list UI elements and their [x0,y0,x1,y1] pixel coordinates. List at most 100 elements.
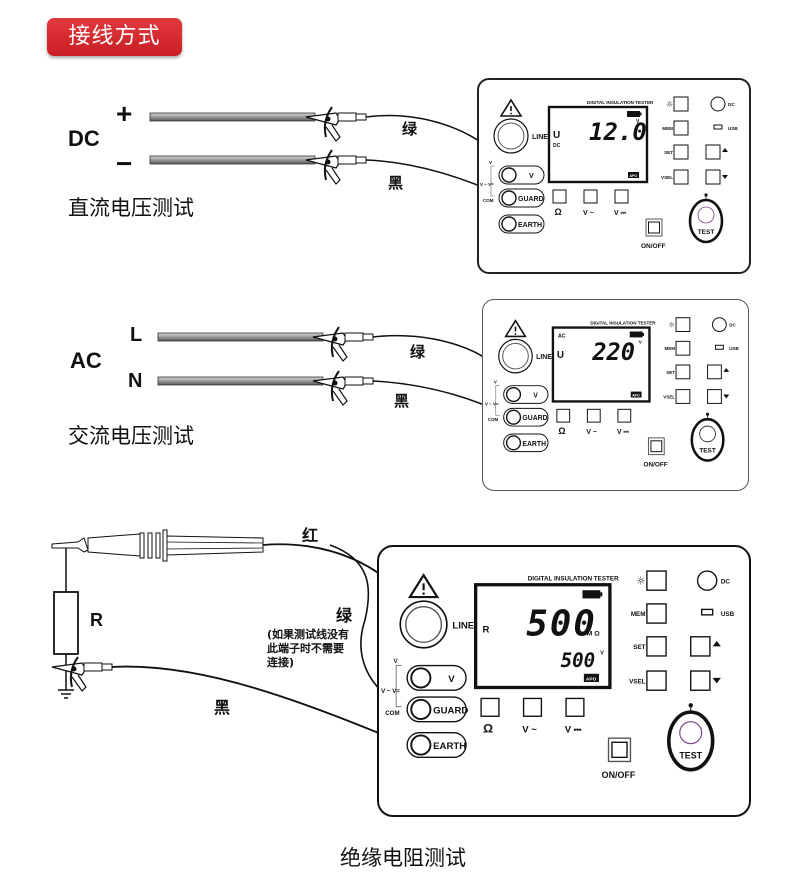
earth-jack[interactable]: EARTH [503,433,549,453]
backlight-button[interactable]: ☼ [666,96,689,112]
mode-button[interactable]: Ω [556,408,571,436]
n-terminal: N [128,370,143,392]
guard-jack[interactable]: GUARD [503,407,549,427]
ground-icon [58,689,74,699]
vsel-button[interactable]: VSEL [629,670,667,691]
earth-jack[interactable]: EARTH [406,732,467,759]
backlight-button[interactable]: ☼ [668,317,691,332]
power-button[interactable]: ON/OFF [644,437,668,469]
green-wire-label: 绿 [410,343,426,361]
up-arrow-button[interactable] [690,636,721,657]
down-arrow-button[interactable] [690,670,721,691]
guard-jack[interactable]: GUARD [406,696,468,723]
svg-text:DC: DC [729,323,736,328]
line-label: LINE [532,134,548,141]
down-arrow-button[interactable] [705,169,728,185]
svg-text:EARTH: EARTH [522,441,546,448]
vsel-button[interactable]: VSEL [663,389,691,404]
line-jack[interactable]: LINE [399,600,475,649]
v-bracket-mid-label: V ~ V= [485,401,499,406]
battery-icon [629,331,645,338]
backlight-button[interactable]: ☼ [636,570,667,591]
svg-text:V ~: V ~ [583,210,594,217]
resistor [53,591,79,655]
svg-text:TEST: TEST [679,751,702,761]
set-button[interactable]: SET [666,364,691,380]
triangle-down-icon [712,677,721,684]
svg-text:Ω: Ω [558,426,565,436]
svg-text:V ~: V ~ [586,429,597,436]
ac-caption: 交流电压测试 [68,424,194,448]
dc-indicator: DC [696,570,730,591]
power-button[interactable]: ON/OFF [602,737,636,780]
v-jack[interactable]: V [406,664,467,691]
battery-icon [627,111,642,117]
ir-caption: 绝缘电阻测试 [340,846,466,870]
mode-button[interactable]: V ⎓ [565,697,585,736]
section-title-badge: 接线方式 [47,18,182,56]
earth-jack[interactable]: EARTH [498,214,545,234]
mem-button[interactable]: MEM [665,340,691,356]
set-button[interactable]: SET [664,144,689,160]
lcd-unit: V [636,119,640,125]
triangle-down-icon [723,394,730,399]
backlight-icon: ☼ [668,321,675,330]
note-line: 连接) [267,656,295,669]
power-button[interactable]: ON/OFF [641,218,666,250]
v-jack[interactable]: V [498,165,545,185]
black-wire [111,665,421,751]
up-arrow-button[interactable] [705,144,728,160]
svg-text:EARTH: EARTH [518,222,542,229]
usb-port[interactable]: USB [714,344,740,351]
mode-button[interactable]: V ~ [522,697,543,736]
line-jack[interactable]: LINE [498,338,553,374]
mode-button[interactable]: Ω [552,189,567,217]
mode-button[interactable]: V ~ [583,189,598,217]
lcd-main-value: 220 [591,338,635,366]
mem-button[interactable]: MEM [662,120,689,136]
svg-text:MEM: MEM [631,611,646,618]
vsel-button[interactable]: VSEL [661,169,689,185]
note-line: (如果测试线没有 [267,628,350,641]
lcd-sub-unit: V [600,651,604,657]
mode-button[interactable]: Ω [480,697,500,736]
svg-text:ON/OFF: ON/OFF [602,770,636,780]
svg-text:TEST: TEST [698,229,715,236]
svg-text:GUARD: GUARD [433,706,468,717]
mode-button[interactable]: V ⎓ [614,189,629,217]
mem-button[interactable]: MEM [631,603,667,624]
svg-text:VSEL: VSEL [661,175,673,180]
test-button[interactable]: TEST [667,703,715,772]
svg-text:TEST: TEST [699,448,715,455]
note-line: 此端子时不需要 [267,642,344,655]
svg-text:DC: DC [728,102,735,107]
up-arrow-button[interactable] [707,364,730,380]
apo-flag: APO [630,174,638,178]
svg-text:SET: SET [664,150,673,155]
set-button[interactable]: SET [633,636,667,657]
minus-terminal: − [116,148,133,179]
v-jack[interactable]: V [503,385,549,404]
test-button[interactable]: TEST [688,193,724,244]
svg-text:USB: USB [721,611,735,618]
triangle-down-icon [722,175,728,179]
test-button[interactable]: TEST [690,412,725,462]
mode-button[interactable]: V ⎓ [617,408,632,436]
svg-text:Ω: Ω [555,207,562,217]
lcd-mode: U [557,350,564,361]
lcd-mode: R [482,625,489,636]
usb-port[interactable]: USB [713,124,738,131]
v-bracket-label: V [494,380,497,385]
lcd-main-value: 12.0 [589,118,647,146]
usb-port[interactable]: USB [701,608,735,618]
lcd-unit: V [639,339,643,345]
mode-button[interactable]: V ~ [586,408,601,436]
apo-flag: APO [632,393,640,397]
plus-terminal: + [116,98,133,129]
line-jack[interactable]: LINE [493,118,548,154]
down-arrow-button[interactable] [707,389,730,404]
guard-jack[interactable]: GUARD [498,188,545,208]
